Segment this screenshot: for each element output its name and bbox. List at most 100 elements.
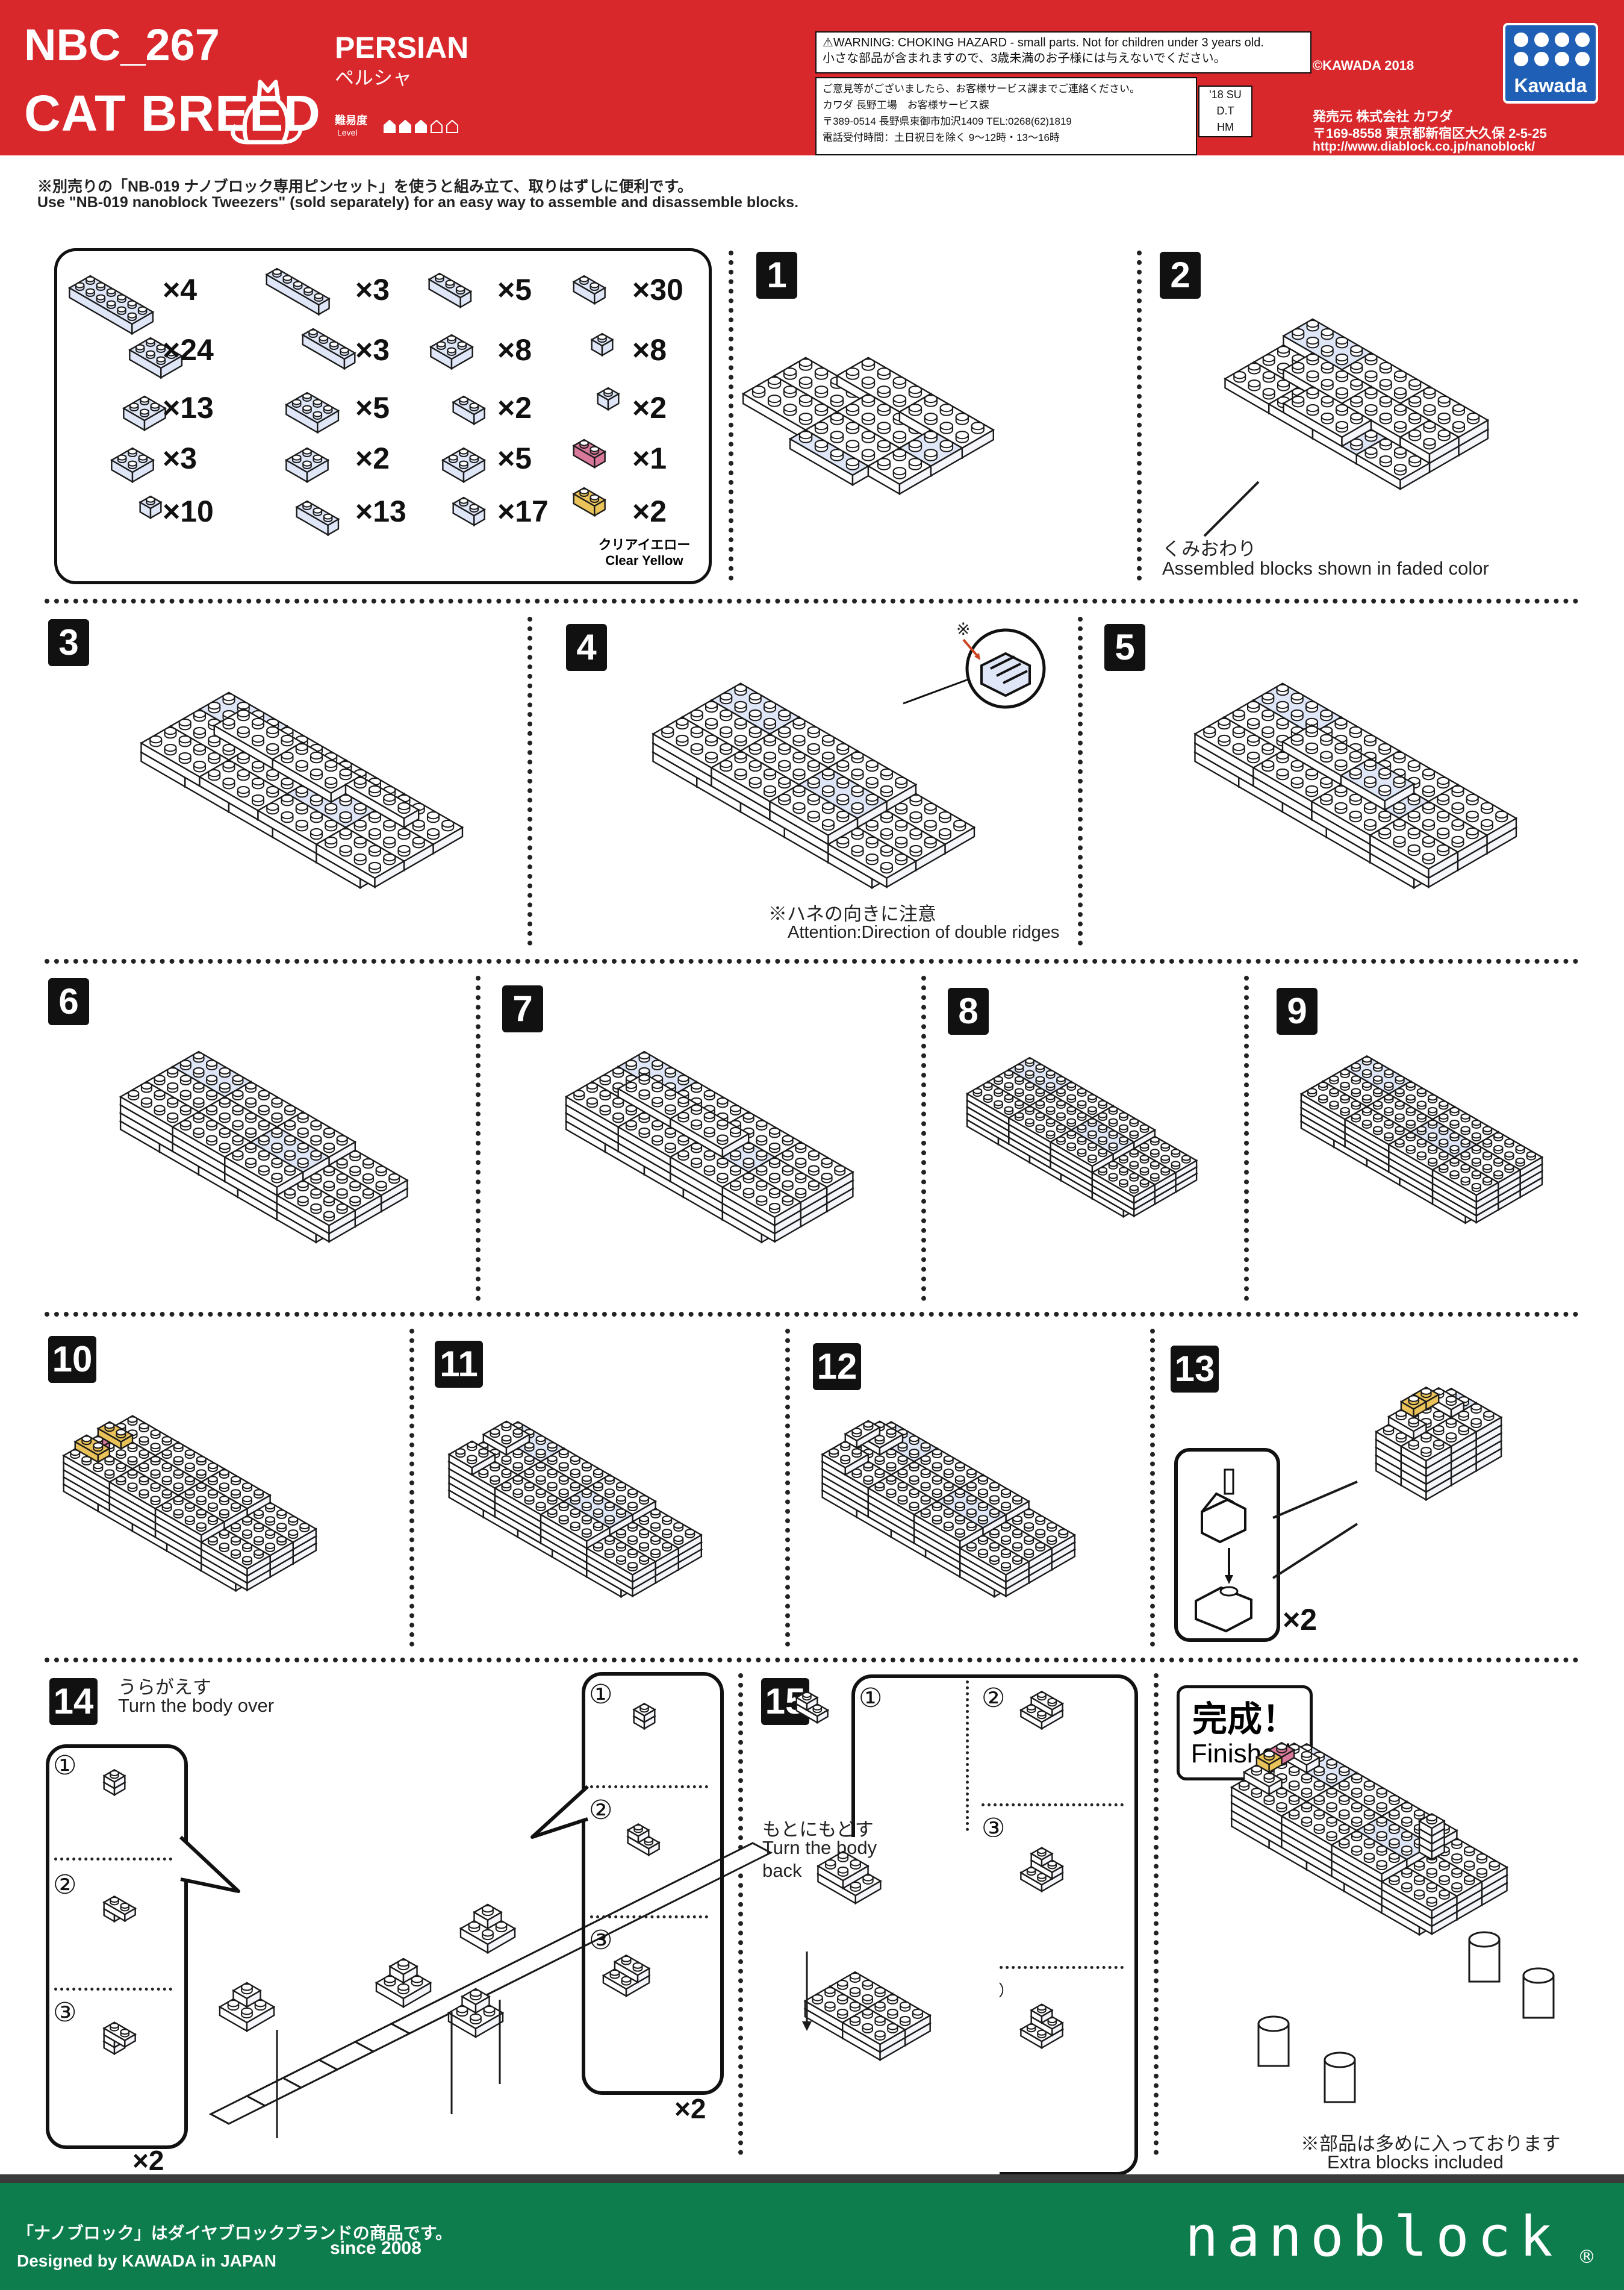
brick-icon: [1281, 724, 1372, 786]
clear-yellow-en: Clear Yellow: [605, 553, 683, 568]
step-15-caption-jp: もとにもどす: [762, 1819, 874, 1840]
step-1-illustration: [741, 357, 995, 496]
brick-icon: [803, 1985, 870, 2032]
step-15-illustration: [795, 1691, 1065, 2062]
brick-icon: [539, 1500, 611, 1550]
double-ridge-detail-icon: [903, 628, 1046, 709]
part-quantity: ×13: [355, 495, 406, 528]
step-14-right-subparts: [602, 1703, 661, 1998]
part-quantity: ×3: [163, 441, 198, 475]
brick-icon: [110, 447, 155, 484]
brick-icon: [284, 392, 340, 434]
step-4-caption-en: Attention:Direction of double ridges: [788, 923, 1060, 942]
step-number: 12: [813, 1343, 861, 1390]
part-quantity: ×30: [632, 273, 683, 307]
footer-designed-by: Designed by KAWADA in JAPAN: [17, 2251, 276, 2270]
brick-icon: [1330, 1829, 1408, 1883]
step-number: 14: [49, 1678, 98, 1725]
nanoblock-logo: nanoblock: [1185, 2204, 1561, 2269]
footer-since: since 2008: [330, 2238, 422, 2258]
brick-icon: [67, 275, 155, 335]
logo-dot: [1514, 33, 1528, 47]
brick-icon: [866, 1474, 939, 1523]
extra-blocks-en: Extra blocks included: [1327, 2151, 1504, 2173]
brick-icon: [1417, 1812, 1446, 1838]
brick-icon: [295, 500, 340, 537]
brick-icon: [199, 1528, 272, 1577]
step-10-illustration: [62, 1415, 318, 1593]
part-quantity: ×5: [497, 441, 532, 475]
substep-number: ③: [589, 1925, 613, 1956]
substep-number: ②: [589, 1795, 613, 1826]
stud-icon: [1522, 1967, 1555, 1984]
step-number: 8: [948, 988, 989, 1035]
step-9-illustration: [1299, 1055, 1544, 1225]
parts-list: ×4×3×5×30×24×3×8×8×13×5×2×2×3×2×5×1×10×1…: [54, 248, 712, 585]
step-11-illustration: [447, 1420, 703, 1599]
divider: [45, 1658, 1579, 1662]
brick-icon: [1030, 2003, 1054, 2024]
clear-yellow-label: クリアイエロー Clear Yellow: [584, 537, 705, 569]
divider: [921, 976, 926, 1301]
step-8-illustration: [965, 1056, 1198, 1218]
kawada-logo-text: Kawada: [1514, 75, 1587, 96]
publisher-line-1: 発売元 株式会社 カワダ: [1313, 109, 1453, 124]
brick-icon: [315, 826, 406, 888]
logo-dot: [1534, 52, 1549, 66]
step-number: 2: [1160, 252, 1201, 299]
brick-icon: [572, 438, 607, 469]
difficulty-icon: [431, 119, 443, 133]
substep-number: ②: [982, 1683, 1006, 1714]
part-quantity: ×17: [497, 495, 549, 528]
divider: [1154, 1673, 1159, 2155]
brick-icon: [232, 1982, 262, 2009]
footer-banner: [0, 2174, 1624, 2290]
brick-icon: [1380, 1866, 1458, 1920]
divider: [1078, 617, 1083, 946]
brick-icon: [493, 1474, 565, 1523]
logo-dot: [1514, 52, 1528, 66]
logo-dot: [1534, 33, 1549, 47]
brick-icon: [1049, 1129, 1115, 1174]
part-quantity: ×1: [632, 441, 667, 475]
leg-icon: [1257, 2023, 1290, 2067]
service-line-4: 電話受付時間：土日祝日を除く 9～12時・13～16時: [823, 132, 1060, 143]
step-number: 9: [1277, 988, 1318, 1035]
difficulty-icon: [415, 119, 427, 133]
brick-icon: [1282, 385, 1373, 448]
part-quantity: ×4: [163, 273, 198, 307]
brick-icon: [122, 395, 167, 432]
choking-warning: ⚠WARNING: CHOKING HAZARD - small parts. …: [815, 31, 1311, 73]
production-code-box: '18 SU D.T HM: [1198, 86, 1252, 137]
part-quantity: ×10: [163, 495, 214, 528]
brick-icon: [958, 1534, 1031, 1583]
step-number: 3: [48, 619, 89, 666]
breed-name: PERSIAN: [335, 31, 469, 64]
registered-mark: ®: [1578, 2247, 1596, 2268]
difficulty-icon: [446, 119, 458, 133]
substep-number: ①: [53, 1750, 77, 1781]
difficulty-icon: [399, 119, 411, 133]
logo-dot: [1575, 33, 1590, 47]
copyright: ©KAWADA 2018: [1313, 58, 1414, 73]
code-box-line-2: D.T: [1216, 105, 1234, 117]
step-6-illustration: [119, 1050, 409, 1244]
brick-icon: [102, 1895, 137, 1923]
step-3-illustration: [140, 691, 464, 890]
difficulty-icons: [384, 119, 458, 133]
divider: [785, 1329, 790, 1647]
brick-icon: [817, 1850, 870, 1890]
service-line-1: ご意見等がございましたら、お客様サービス課までご連絡ください。: [823, 83, 1140, 95]
service-line-2: カワダ 長野工場 お客様サービス課: [823, 99, 989, 111]
step-4-caption-jp: ※ハネの向きに注意: [768, 903, 936, 925]
brick-icon: [768, 784, 859, 846]
pointer-line: [1272, 1480, 1358, 1579]
series-title: CAT BREED: [24, 85, 321, 142]
brick-icon: [482, 1420, 531, 1456]
slope-brick-detail-icon: [1195, 1468, 1252, 1633]
arrowhead-icon: [802, 2021, 812, 2031]
divider: [45, 1312, 1579, 1317]
brick-icon: [585, 1534, 658, 1583]
brick-icon: [429, 334, 474, 370]
part-quantity: ×5: [497, 273, 532, 307]
